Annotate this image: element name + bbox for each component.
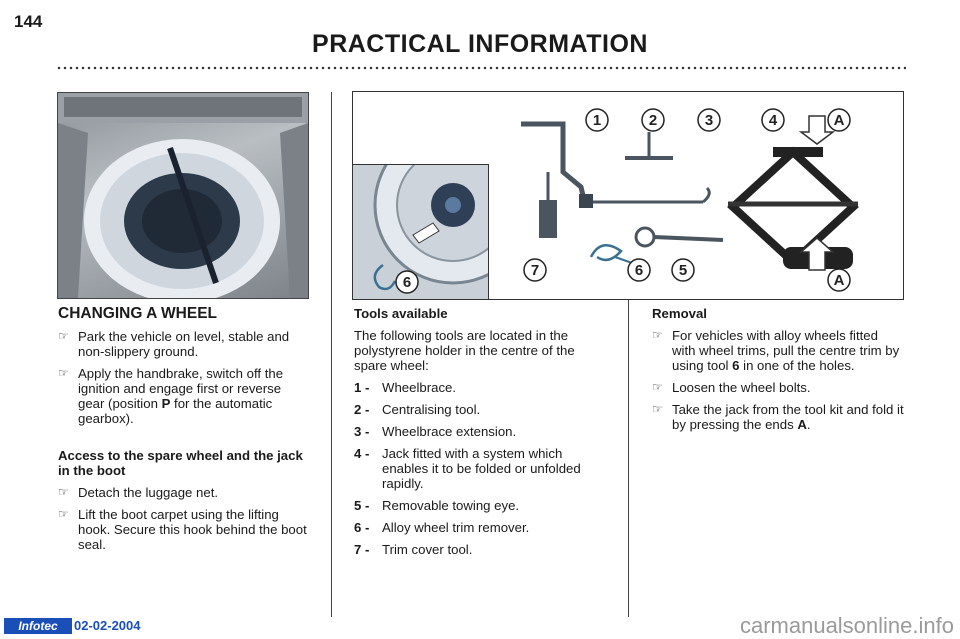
arrow-down-icon (798, 115, 836, 145)
section-heading: Tools available (354, 306, 448, 321)
label-4: 4 (769, 112, 778, 129)
pointing-hand-icon: ☞ (652, 380, 663, 394)
pointing-hand-icon: ☞ (652, 328, 663, 342)
wheelbrace-icon (579, 194, 593, 208)
section-heading: CHANGING A WHEEL (58, 305, 218, 322)
intro-text: The following tools are located in the p… (354, 328, 575, 373)
section-heading: Removal (652, 306, 707, 321)
page-title: PRACTICAL INFORMATION (312, 30, 648, 58)
list-item: ☞Take the jack from the tool kit and fol… (652, 402, 904, 432)
page-number: 144 (14, 12, 43, 31)
list-item: ☞For vehicles with alloy wheels fitted w… (652, 328, 900, 373)
list-item: ☞Apply the handbrake, switch off the ign… (58, 366, 284, 426)
boot-spare-wheel-photo (57, 92, 309, 299)
arrow-up-icon (799, 237, 835, 271)
list-item: 2 -Centralising tool. (354, 402, 481, 417)
label-5: 5 (679, 262, 687, 279)
pointing-hand-icon: ☞ (58, 485, 69, 499)
alloy-wheel-inset: 6 (353, 164, 489, 299)
list-item: ☞Detach the luggage net. (58, 485, 219, 500)
pointing-hand-icon: ☞ (58, 329, 69, 343)
label-A-top: A (834, 112, 845, 129)
list-item: ☞Lift the boot carpet using the lifting … (58, 507, 307, 552)
list-item: 5 -Removable towing eye. (354, 498, 520, 513)
watermark: carmanualsonline.info (739, 613, 954, 638)
label-6: 6 (635, 262, 643, 279)
pointing-hand-icon: ☞ (58, 366, 69, 380)
pointing-hand-icon: ☞ (652, 402, 663, 416)
pointing-hand-icon: ☞ (58, 507, 69, 521)
list-item: 3 -Wheelbrace extension. (354, 424, 517, 439)
label-1: 1 (593, 112, 601, 129)
label-6-inset: 6 (403, 274, 411, 291)
infotec-logo: Infotec (4, 617, 72, 634)
list-item: 1 -Wheelbrace. (354, 380, 457, 395)
subheading: Access to the spare wheel and the jack i… (58, 448, 303, 478)
label-A-bottom: A (834, 272, 845, 289)
list-item: ☞Loosen the wheel bolts. (652, 380, 811, 395)
column-divider-left (331, 92, 332, 617)
label-2: 2 (649, 112, 657, 129)
list-item: 4 -Jack fitted with a system which enabl… (354, 446, 581, 491)
list-item: 7 -Trim cover tool. (354, 542, 473, 557)
label-3: 3 (705, 112, 713, 129)
label-7: 7 (531, 262, 539, 279)
list-item: 6 -Alloy wheel trim remover. (354, 520, 530, 535)
dotted-divider (56, 66, 906, 70)
column-changing-wheel: CHANGING A WHEEL ☞Park the vehicle on le… (58, 306, 308, 559)
tools-illustration: 1 2 3 4 A A 5 6 7 6 (352, 91, 904, 300)
footer-date: 02-02-2004 (74, 618, 141, 634)
column-divider-right (628, 300, 629, 617)
list-item: ☞Park the vehicle on level, stable and n… (58, 329, 290, 359)
column-tools: Tools available The following tools are … (354, 306, 606, 564)
column-removal: Removal ☞For vehicles with alloy wheels … (652, 306, 904, 439)
